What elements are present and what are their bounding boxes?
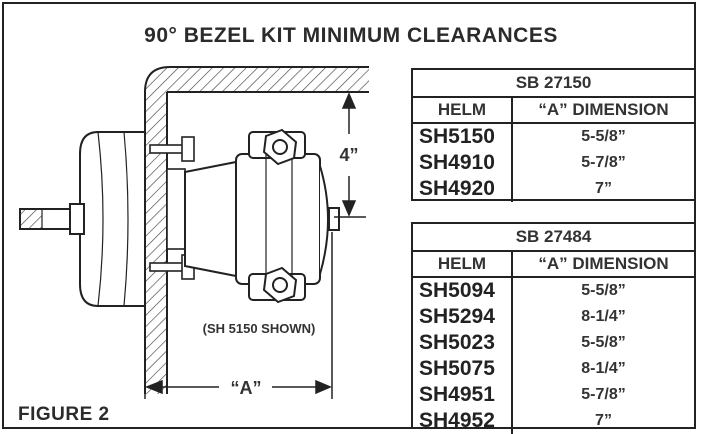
helm-cell: SH5075 (419, 357, 495, 380)
helm-cell: SH5150 (419, 125, 495, 148)
column-header-helm: HELM (413, 252, 513, 276)
helm-column: SH5094 SH5294 SH5023 SH5075 SH4951 SH495… (413, 278, 513, 434)
dimension-4in (334, 91, 366, 218)
clearance-table-sb27150: SB 27150 HELM “A” DIMENSION SH5150 SH491… (411, 68, 696, 202)
bulkhead-wall (144, 92, 168, 394)
helm-cell: SH4920 (419, 177, 495, 200)
clearance-table-sb27484: SB 27484 HELM “A” DIMENSION SH5094 SH529… (411, 222, 696, 434)
helm-drawing: 4” “A” (SH 5150 SHOWN) (19, 66, 369, 399)
helm-cell: SH5294 (419, 305, 495, 328)
dimension-a-label: “A” (231, 378, 262, 398)
column-header-helm: HELM (413, 98, 513, 122)
dimension-cell: 5-5/8” (581, 334, 626, 351)
dimension-cell: 5-5/8” (581, 282, 626, 299)
helm-shaft (19, 203, 85, 235)
dimension-a (144, 232, 333, 399)
dimension-column: 5-5/8” 8-1/4” 5-5/8” 8-1/4” 5-7/8” 7” (513, 278, 694, 434)
helm-housing (79, 131, 146, 307)
dimension-cell: 7” (595, 180, 612, 197)
helm-cell: SH4952 (419, 409, 495, 432)
dimension-cell: 8-1/4” (581, 308, 626, 325)
hose-fittings (262, 128, 298, 304)
figure-title: 90° BEZEL KIT MINIMUM CLEARANCES (144, 24, 558, 47)
overhead-panel (144, 66, 369, 93)
helm-cell: SH4910 (419, 151, 495, 174)
helm-cell: SH5094 (419, 279, 495, 302)
table-title: SB 27484 (413, 224, 694, 252)
table-title: SB 27150 (413, 70, 694, 98)
table-header: HELM “A” DIMENSION (413, 252, 694, 278)
table-header: HELM “A” DIMENSION (413, 98, 694, 124)
helm-cell: SH4951 (419, 383, 495, 406)
model-shown-label: (SH 5150 SHOWN) (203, 321, 316, 336)
dimension-cell: 5-7/8” (581, 386, 626, 403)
dimension-column: 5-5/8” 5-7/8” 7” (513, 124, 694, 202)
dimension-cell: 7” (595, 412, 612, 429)
column-header-dimension: “A” DIMENSION (538, 100, 669, 119)
dimension-cell: 8-1/4” (581, 360, 626, 377)
column-header-dimension: “A” DIMENSION (538, 254, 669, 273)
dimension-cell: 5-5/8” (581, 128, 626, 145)
dimension-4in-label: 4” (339, 145, 358, 165)
helm-cell: SH5023 (419, 331, 495, 354)
mounting-bolts (149, 136, 195, 280)
helm-column: SH5150 SH4910 SH4920 (413, 124, 513, 202)
figure-label: FIGURE 2 (18, 404, 110, 425)
pump-body (184, 131, 340, 301)
dimension-cell: 5-7/8” (581, 154, 626, 171)
